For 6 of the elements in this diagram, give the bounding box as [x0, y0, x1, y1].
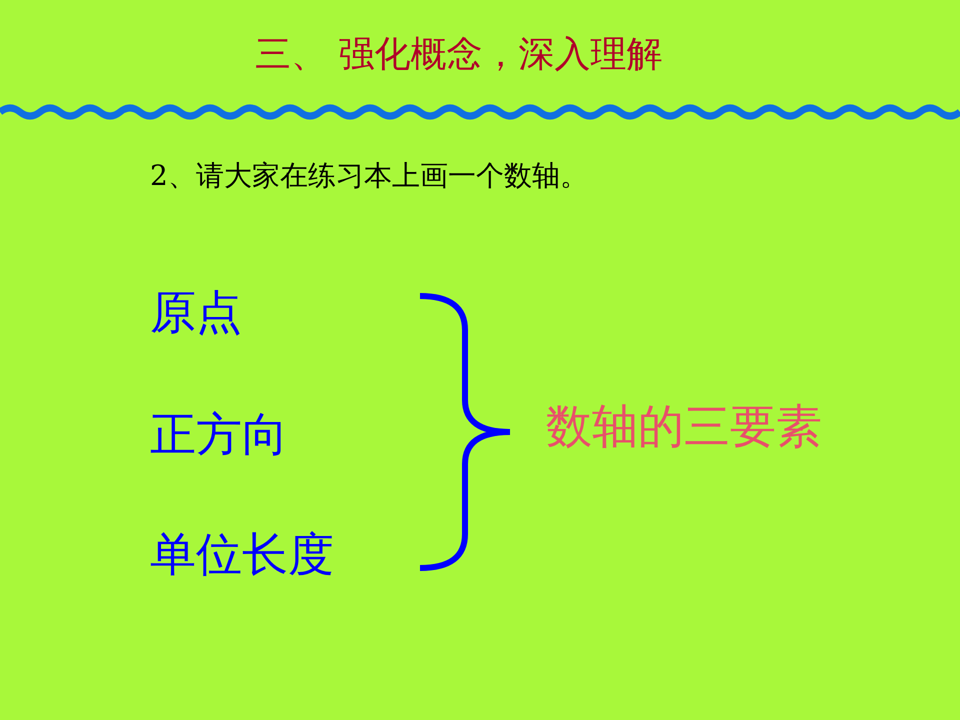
element-label: 单位长度 [150, 528, 334, 581]
slide-title: 三、 强化概念，深入理解 [255, 34, 662, 76]
element-label: 原点 [150, 286, 242, 339]
summary-label: 数轴的三要素 [546, 400, 822, 453]
instruction-text: 2、请大家在练习本上画一个数轴。 [150, 160, 588, 192]
element-label: 正方向 [150, 408, 288, 461]
